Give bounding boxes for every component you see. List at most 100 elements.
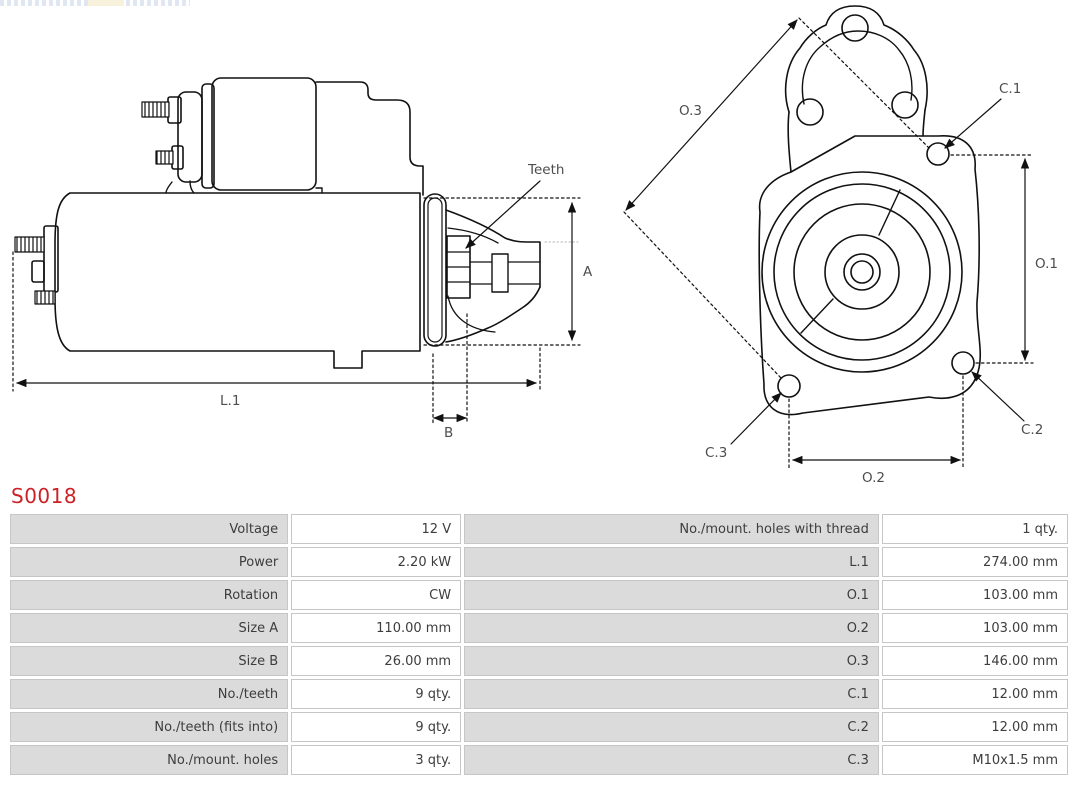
spec-label-c3: C.3 — [464, 745, 879, 775]
spec-label-size-a: Size A — [10, 613, 289, 643]
spec-label-teeth-fits: No./teeth (fits into) — [10, 712, 289, 742]
spec-value-o2: 103.00 mm — [881, 613, 1068, 643]
ring-outer — [761, 171, 963, 373]
solenoid-terminal-stud-small — [155, 150, 174, 165]
front-view-dimensions — [623, 17, 1034, 469]
upper-hole-top — [841, 14, 869, 42]
hub-outer — [824, 234, 900, 310]
upper-hole-left — [796, 98, 824, 126]
solenoid-ring — [201, 83, 215, 189]
spec-value-l1: 274.00 mm — [881, 547, 1068, 577]
nose-opening-bottom — [447, 295, 496, 333]
spec-label-l1: L.1 — [464, 547, 879, 577]
ring-2 — [773, 183, 951, 361]
dim-O3-line — [625, 19, 798, 211]
nose-opening-top — [447, 227, 499, 244]
upper-housing-right-edge — [922, 109, 926, 137]
spec-value-size-b: 26.00 mm — [291, 646, 462, 676]
table-row: Voltage 12 V No./mount. holes with threa… — [10, 514, 1068, 544]
spec-value-mount-holes-thread: 1 qty. — [881, 514, 1068, 544]
spec-value-o1: 103.00 mm — [881, 580, 1068, 610]
table-row: No./teeth (fits into) 9 qty. C.2 12.00 m… — [10, 712, 1068, 742]
spec-value-teeth: 9 qty. — [291, 679, 462, 709]
hole-c2 — [951, 351, 975, 375]
spec-value-size-a: 110.00 mm — [291, 613, 462, 643]
ring-3 — [793, 203, 931, 341]
hub-bore — [850, 260, 874, 284]
upper-housing-outer — [784, 5, 928, 113]
hole-c3 — [777, 374, 801, 398]
spec-value-power: 2.20 kW — [291, 547, 462, 577]
drive-flange-outer — [423, 193, 447, 347]
side-view-dimensions — [12, 180, 581, 425]
spec-label-o1: O.1 — [464, 580, 879, 610]
table-row: Size B 26.00 mm O.3 146.00 mm — [10, 646, 1068, 676]
nose-housing-bottom — [445, 286, 541, 343]
upper-hole-right — [891, 91, 919, 119]
spec-value-c2: 12.00 mm — [881, 712, 1068, 742]
solenoid-barrel — [211, 77, 317, 191]
shaft-collar — [491, 253, 509, 293]
hub-mid — [843, 253, 881, 291]
upper-housing-left-edge — [787, 111, 792, 173]
spec-value-c1: 12.00 mm — [881, 679, 1068, 709]
label-c3: C.3 — [705, 445, 727, 461]
spec-label-mount-holes-thread: No./mount. holes with thread — [464, 514, 879, 544]
rear-washer — [31, 260, 45, 283]
rear-stud-large — [14, 236, 45, 253]
table-row: No./teeth 9 qty. C.1 12.00 mm — [10, 679, 1068, 709]
table-row: Size A 110.00 mm O.2 103.00 mm — [10, 613, 1068, 643]
spec-label-teeth: No./teeth — [10, 679, 289, 709]
spec-label-voltage: Voltage — [10, 514, 289, 544]
spec-label-power: Power — [10, 547, 289, 577]
c3-leader — [730, 392, 782, 445]
rear-stud-small — [34, 290, 56, 305]
spec-label-mount-holes: No./mount. holes — [10, 745, 289, 775]
nose-housing-top — [445, 209, 541, 288]
solenoid-bracket-legs — [165, 180, 323, 194]
label-teeth: Teeth — [527, 162, 564, 178]
hole-c1 — [926, 142, 950, 166]
table-row: Power 2.20 kW L.1 274.00 mm — [10, 547, 1068, 577]
drive-flange-inner — [427, 197, 443, 343]
label-a: A — [583, 264, 593, 280]
table-row: No./mount. holes 3 qty. C.3 M10x1.5 mm — [10, 745, 1068, 775]
pinion-teeth-lines — [446, 251, 471, 283]
spec-value-teeth-fits: 9 qty. — [291, 712, 462, 742]
label-o2: O.2 — [862, 470, 885, 486]
part-number: S0018 — [11, 484, 78, 508]
label-c1: C.1 — [999, 81, 1021, 97]
label-l1: L.1 — [220, 393, 240, 409]
spec-label-o2: O.2 — [464, 613, 879, 643]
spec-value-rotation: CW — [291, 580, 462, 610]
spec-label-c1: C.1 — [464, 679, 879, 709]
solenoid-front-housing — [315, 81, 424, 196]
teeth-leader — [465, 180, 541, 249]
spec-label-o3: O.3 — [464, 646, 879, 676]
spec-label-rotation: Rotation — [10, 580, 289, 610]
c2-leader — [971, 371, 1025, 422]
c1-leader — [944, 98, 1002, 149]
spec-value-mount-holes: 3 qty. — [291, 745, 462, 775]
label-c2: C.2 — [1021, 422, 1043, 438]
label-o3: O.3 — [679, 103, 702, 119]
technical-drawing: Teeth A L.1 B — [12, 5, 1058, 486]
solenoid-terminal-stud-large — [141, 101, 170, 118]
spec-label-c2: C.2 — [464, 712, 879, 742]
page-top-decorative-strip — [0, 0, 190, 6]
label-b: B — [444, 425, 453, 441]
upper-housing-inner — [801, 30, 913, 105]
spec-value-o3: 146.00 mm — [881, 646, 1068, 676]
spec-table: Voltage 12 V No./mount. holes with threa… — [7, 511, 1071, 778]
spec-value-voltage: 12 V — [291, 514, 462, 544]
solenoid-terminal-nut-large — [167, 96, 182, 124]
starter-side-view — [14, 77, 579, 369]
starter-front-view — [758, 5, 981, 416]
spec-label-size-b: Size B — [10, 646, 289, 676]
table-row: Rotation CW O.1 103.00 mm — [10, 580, 1068, 610]
spec-value-c3: M10x1.5 mm — [881, 745, 1068, 775]
section-wedge-lines — [800, 189, 901, 334]
mounting-flange-outline — [758, 135, 981, 416]
label-o1: O.1 — [1035, 256, 1058, 272]
motor-body-outline — [54, 192, 421, 369]
